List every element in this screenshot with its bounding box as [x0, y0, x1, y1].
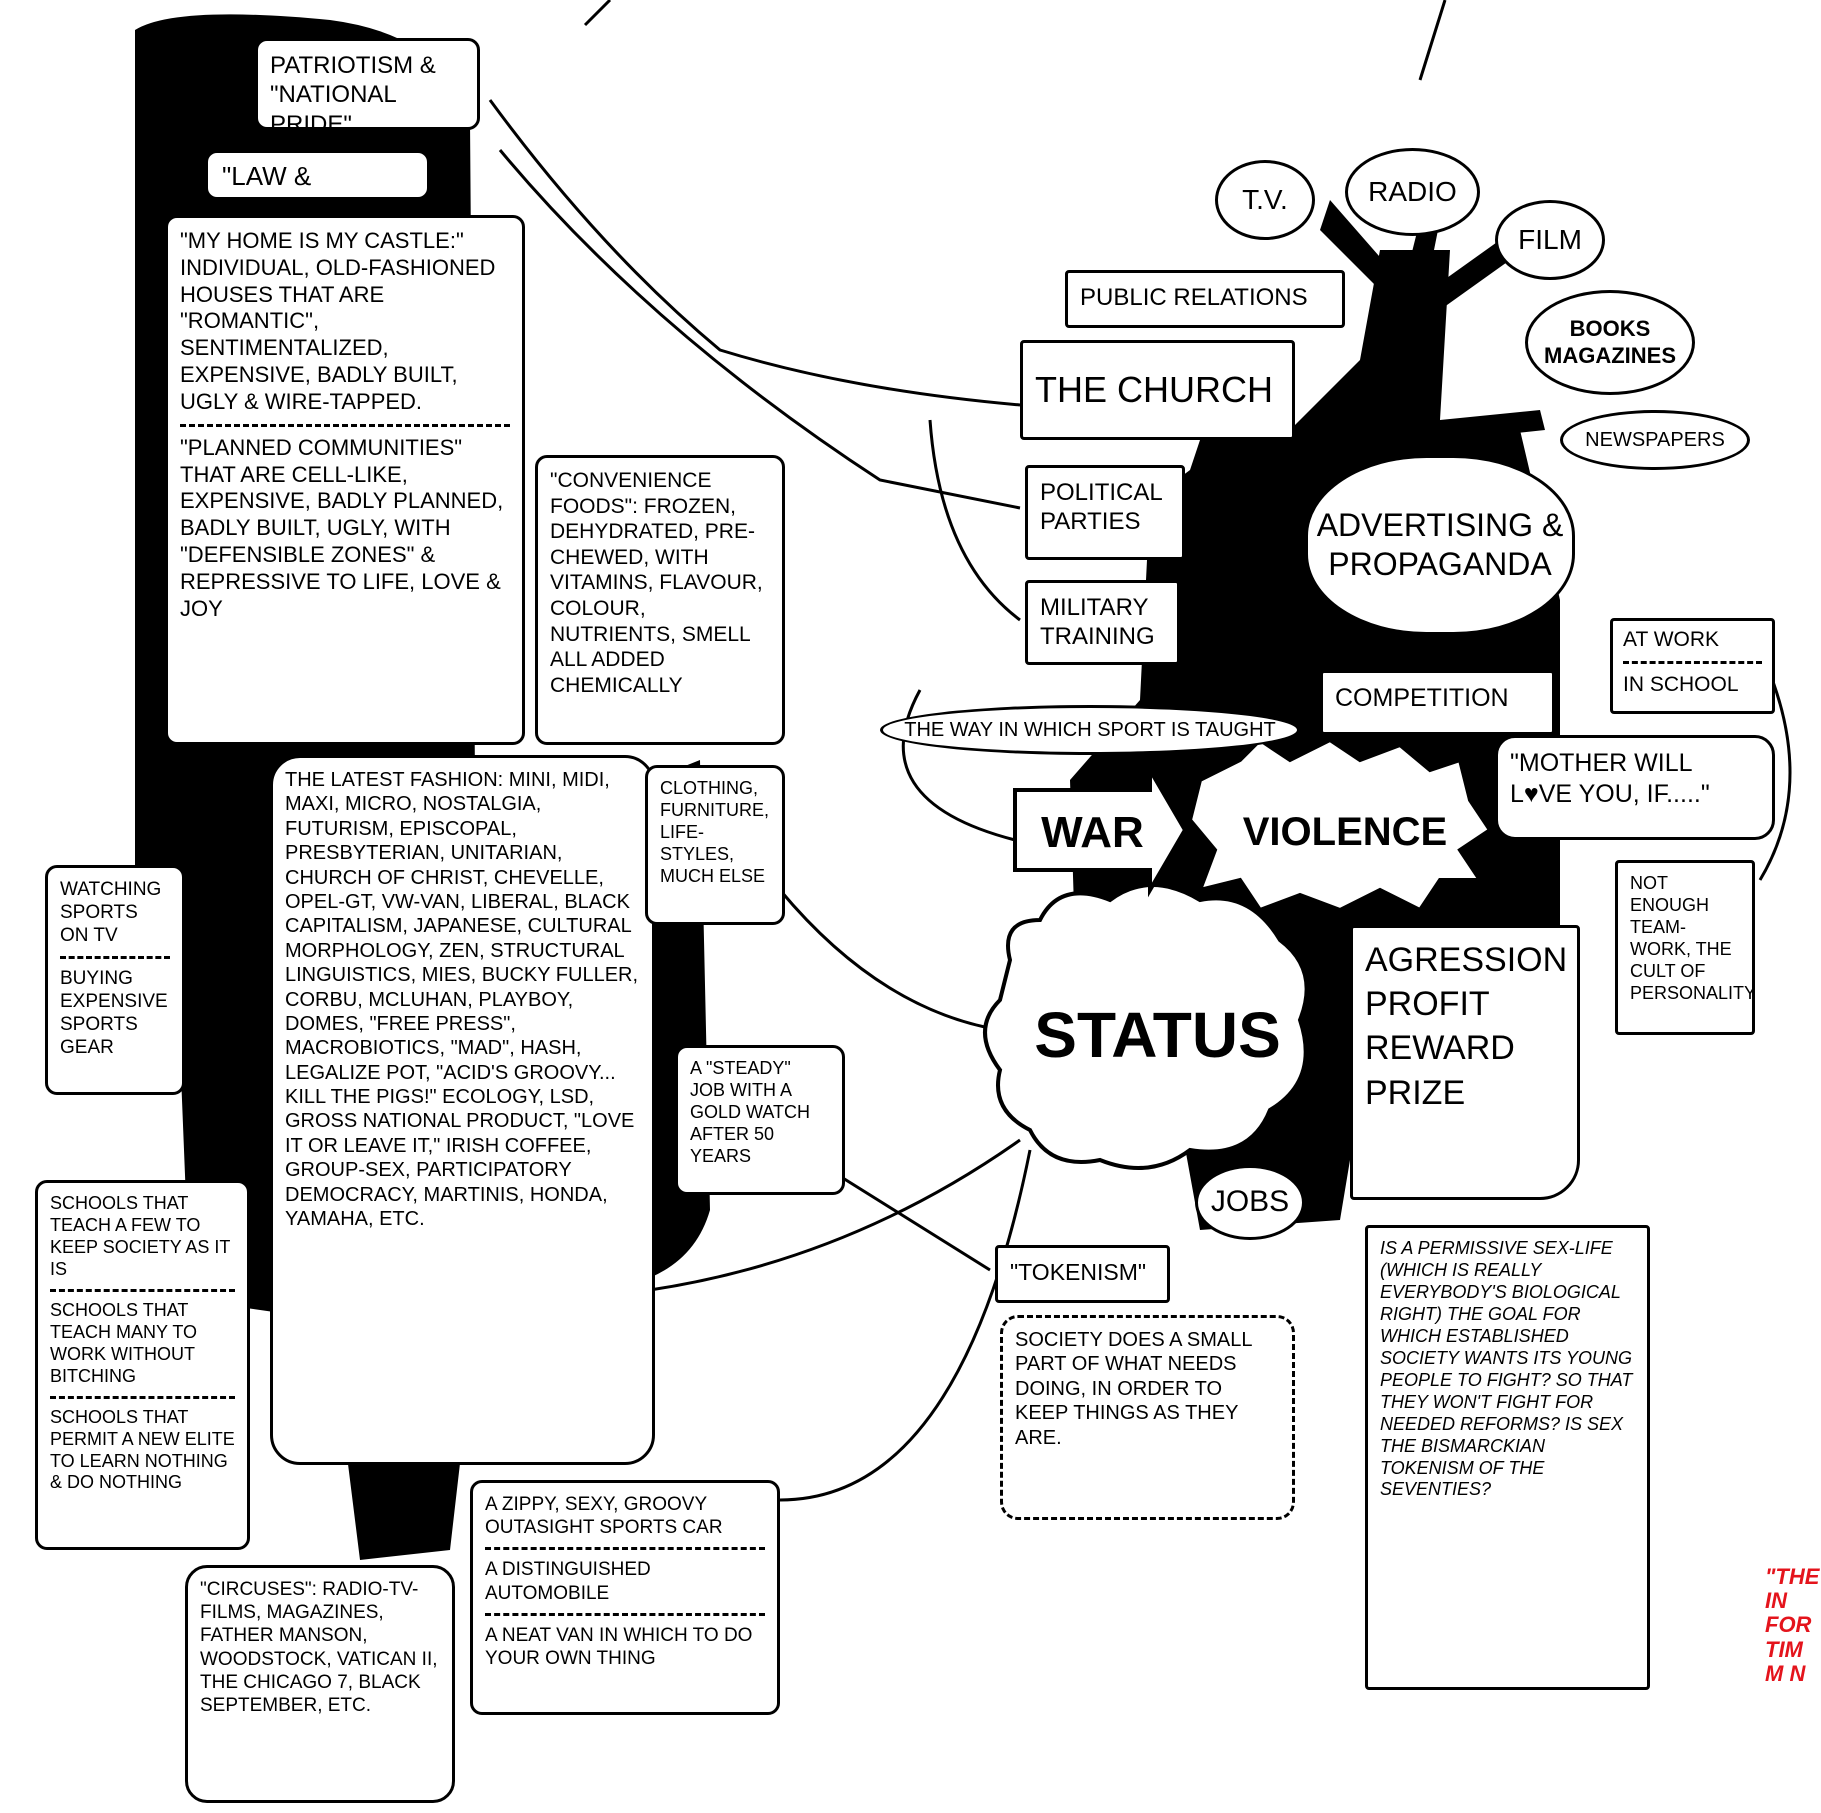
war-arrow-shape	[1013, 762, 1188, 898]
circuses-box: "CIRCUSES": RADIO-TV-FILMS, MAGAZINES, F…	[185, 1565, 455, 1803]
steady-job-box: A "STEADY" JOB WITH A GOLD WATCH AFTER 5…	[675, 1045, 845, 1195]
home-castle-text: "MY HOME IS MY CASTLE:" INDIVIDUAL, OLD-…	[180, 228, 496, 414]
buying-gear-text: BUYING EXPENSIVE SPORTS GEAR	[60, 955, 170, 1060]
advertising-text: ADVERTISING & PROPAGANDA	[1316, 506, 1564, 582]
schools-box: SCHOOLS THAT TEACH A FEW TO KEEP SOCIETY…	[35, 1180, 250, 1550]
schools-many-text: SCHOOLS THAT TEACH MANY TO WORK WITHOUT …	[50, 1288, 235, 1388]
car-van-text: A NEAT VAN IN WHICH TO DO YOUR OWN THING	[485, 1612, 765, 1670]
planned-communities-text: "PLANNED COMMUNITIES" THAT ARE CELL-LIKE…	[180, 423, 510, 623]
at-work-text: AT WORK	[1623, 628, 1720, 651]
tv-text: T.V.	[1242, 183, 1288, 215]
arrow-top-left	[583, 0, 612, 27]
arrow-clothing	[778, 889, 1001, 1032]
red-margin-note: "THE IN FOR TIM M N	[1765, 1564, 1820, 1765]
church-text: THE CHURCH	[1035, 369, 1273, 411]
jobs-text: JOBS	[1210, 1185, 1290, 1219]
red-note-text: "THE IN FOR TIM M N	[1765, 1564, 1820, 1686]
clothing-box: CLOTHING, FURNITURE, LIFE-STYLES, MUCH E…	[645, 765, 785, 925]
military-box: MILITARY TRAINING	[1025, 580, 1180, 665]
competition-text: COMPETITION	[1335, 684, 1509, 712]
military-text: MILITARY TRAINING	[1040, 594, 1155, 651]
violence-burst	[1187, 737, 1493, 913]
sport-taught-text: THE WAY IN WHICH SPORT IS TAUGHT	[904, 718, 1276, 741]
arrow-top-right	[1418, 0, 1447, 81]
schools-few-text: SCHOOLS THAT TEACH A FEW TO KEEP SOCIETY…	[50, 1193, 231, 1279]
arrow-steady	[829, 1168, 991, 1272]
tree-branch-film	[1430, 240, 1510, 310]
aggression-box: AGRESSION PROFIT REWARD PRIZE	[1350, 925, 1580, 1200]
tv-oval: T.V.	[1215, 160, 1315, 240]
not-enough-text: NOT ENOUGH TEAM-WORK, THE CULT OF PERSON…	[1630, 873, 1755, 1003]
film-oval: FILM	[1495, 200, 1605, 280]
war-text: WAR	[1041, 807, 1144, 857]
car-zippy-text: A ZIPPY, SEXY, GROOVY OUTASIGHT SPORTS C…	[485, 1494, 723, 1539]
arrow-military	[928, 419, 1021, 622]
law-order-text: "LAW & ORDER"	[222, 161, 325, 197]
schools-elite-text: SCHOOLS THAT PERMIT A NEW ELITE TO LEARN…	[50, 1395, 235, 1495]
latest-fashion-text: THE LATEST FASHION: MINI, MIDI, MAXI, MI…	[285, 769, 639, 1231]
public-relations-box: PUBLIC RELATIONS	[1065, 270, 1345, 328]
permissive-text: IS A PERMISSIVE SEX-LIFE (WHICH IS REALL…	[1380, 1238, 1633, 1500]
circuses-text: "CIRCUSES": RADIO-TV-FILMS, MAGAZINES, F…	[200, 1579, 438, 1716]
books-oval: BOOKS MAGAZINES	[1525, 290, 1695, 395]
status-text: STATUS	[1034, 999, 1281, 1071]
political-parties-text: POLITICAL PARTIES	[1040, 479, 1162, 536]
arrow-car	[779, 1149, 1032, 1502]
status-label: STATUS	[1020, 980, 1295, 1090]
permissive-box: IS A PERMISSIVE SEX-LIFE (WHICH IS REALL…	[1365, 1225, 1650, 1690]
convenience-foods-text: "CONVENIENCE FOODS": FROZEN, DEHYDRATED,…	[550, 469, 763, 697]
cars-box: A ZIPPY, SEXY, GROOVY OUTASIGHT SPORTS C…	[470, 1480, 780, 1715]
status-cloud	[983, 883, 1309, 1170]
mother-text: "MOTHER WILL L♥VE YOU, IF....."	[1510, 749, 1710, 808]
not-enough-box: NOT ENOUGH TEAM-WORK, THE CULT OF PERSON…	[1615, 860, 1755, 1035]
competition-box: COMPETITION	[1320, 670, 1555, 735]
mother-box: "MOTHER WILL L♥VE YOU, IF....."	[1495, 735, 1775, 840]
public-relations-text: PUBLIC RELATIONS	[1080, 284, 1308, 311]
church-box: THE CHURCH	[1020, 340, 1295, 440]
steady-job-text: A "STEADY" JOB WITH A GOLD WATCH AFTER 5…	[690, 1058, 810, 1166]
aggression-text: AGRESSION PROFIT REWARD PRIZE	[1365, 941, 1568, 1112]
violence-text: VIOLENCE	[1242, 810, 1448, 854]
newspapers-text: NEWSPAPERS	[1585, 428, 1725, 451]
society-small-text: SOCIETY DOES A SMALL PART OF WHAT NEEDS …	[1015, 1329, 1252, 1449]
convenience-foods-box: "CONVENIENCE FOODS": FROZEN, DEHYDRATED,…	[535, 455, 785, 745]
jobs-oval: JOBS	[1195, 1165, 1305, 1240]
violence-label: VIOLENCE	[1225, 795, 1465, 870]
law-order-box: "LAW & ORDER"	[205, 150, 430, 200]
tree-branch-tv	[1320, 200, 1400, 300]
sport-taught-oval: THE WAY IN WHICH SPORT IS TAUGHT	[880, 705, 1300, 755]
tokenism-box: "TOKENISM"	[995, 1245, 1170, 1303]
radio-oval: RADIO	[1345, 148, 1480, 236]
arrow-church	[488, 99, 1021, 407]
advertising-bubble: ADVERTISING & PROPAGANDA	[1305, 455, 1575, 635]
books-text: BOOKS MAGAZINES	[1544, 315, 1676, 368]
society-small-box: SOCIETY DOES A SMALL PART OF WHAT NEEDS …	[1000, 1315, 1295, 1520]
watching-sports-text: WATCHING SPORTS ON TV	[60, 879, 162, 947]
patriotism-text: PATRIOTISM & "NATIONAL PRIDE"	[270, 52, 436, 130]
film-text: FILM	[1518, 223, 1582, 255]
sports-tv-box: WATCHING SPORTS ON TV BUYING EXPENSIVE S…	[45, 865, 185, 1095]
latest-fashion-box: THE LATEST FASHION: MINI, MIDI, MAXI, MI…	[270, 755, 655, 1465]
war-label: WAR	[1030, 805, 1155, 860]
tokenism-text: "TOKENISM"	[1010, 1259, 1147, 1285]
newspapers-oval: NEWSPAPERS	[1560, 410, 1750, 470]
tree-branch-news	[1440, 410, 1545, 440]
radio-text: RADIO	[1368, 175, 1457, 207]
political-parties-box: POLITICAL PARTIES	[1025, 465, 1185, 560]
arrow-political	[498, 149, 1021, 510]
clothing-text: CLOTHING, FURNITURE, LIFE-STYLES, MUCH E…	[660, 778, 769, 886]
home-castle-box: "MY HOME IS MY CASTLE:" INDIVIDUAL, OLD-…	[165, 215, 525, 745]
car-distinguished-text: A DISTINGUISHED AUTOMOBILE	[485, 1547, 765, 1604]
arrow-fashion	[649, 1138, 1021, 1292]
work-school-box: AT WORK IN SCHOOL	[1610, 618, 1775, 714]
patriotism-box: PATRIOTISM & "NATIONAL PRIDE"	[255, 38, 480, 130]
in-school-text: IN SCHOOL	[1623, 660, 1762, 698]
